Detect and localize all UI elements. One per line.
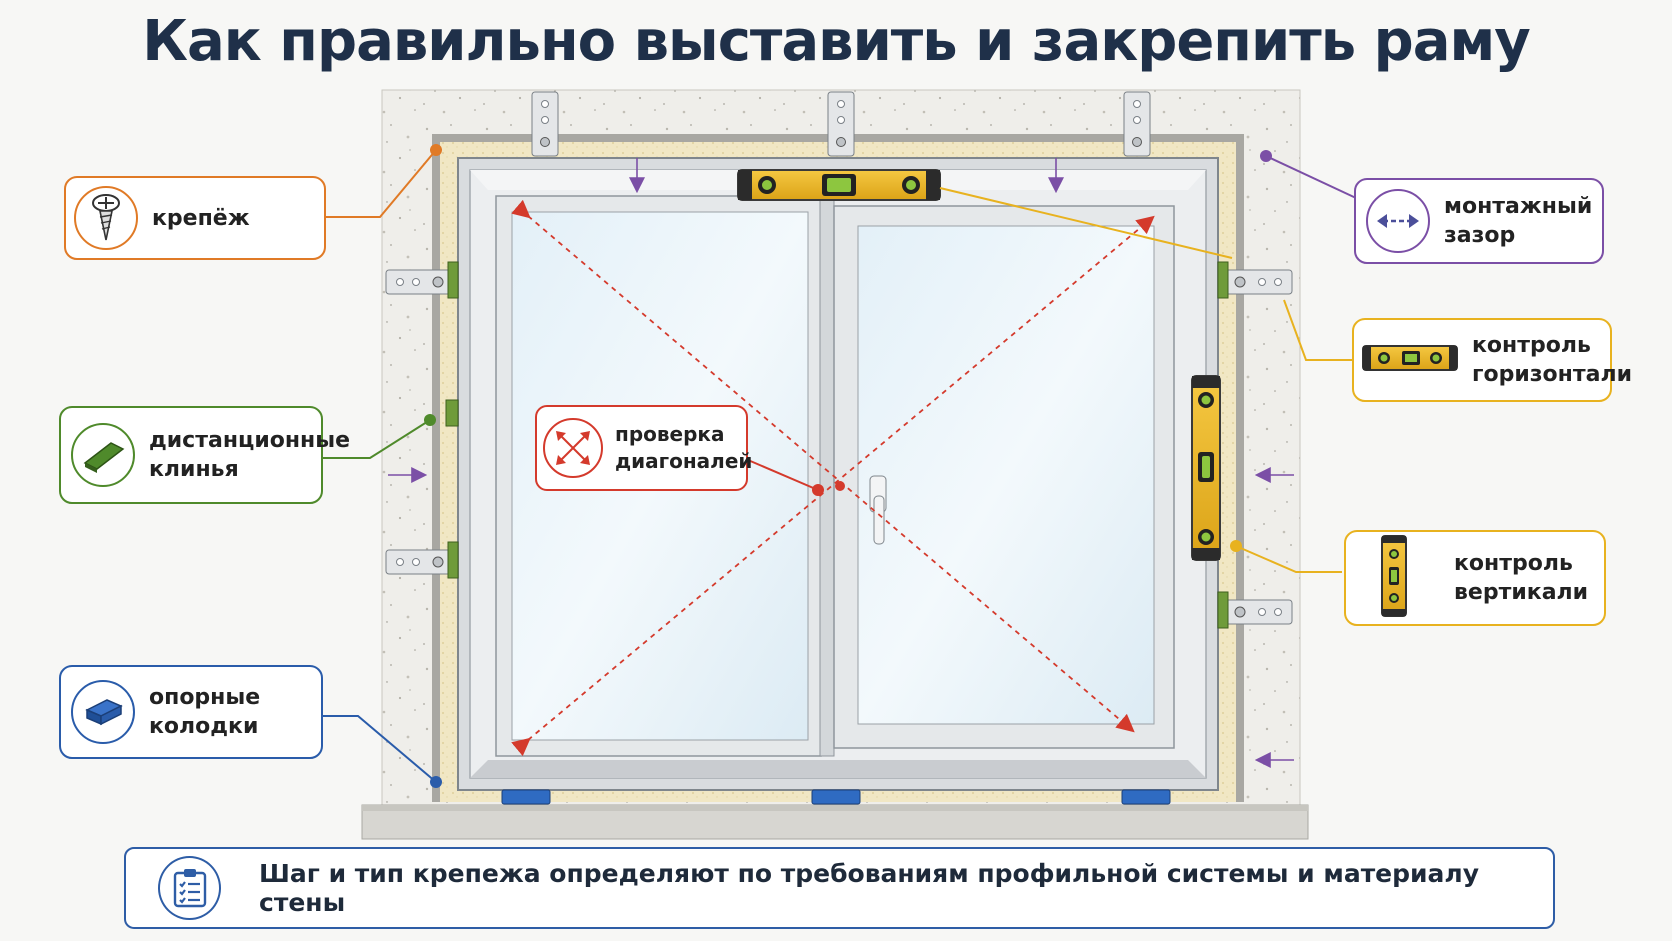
support-block-icon	[71, 680, 135, 744]
callout-wedges-label: дистанционные клинья	[149, 428, 351, 482]
callout-blocks-label: опорные колодки	[149, 685, 261, 739]
horizontal-level	[737, 169, 941, 201]
callout-wedges: дистанционные клинья	[59, 406, 350, 504]
anchor-plate-left-lower	[385, 541, 459, 579]
support-blocks	[501, 789, 1171, 805]
callout-gap: монтажный зазор	[1354, 178, 1604, 264]
vertical-level-icon	[1380, 534, 1408, 622]
gap-arrows	[388, 158, 1294, 768]
footer-text: Шаг и тип крепежа определяют по требован…	[259, 859, 1480, 917]
diagonal-arrows-icon	[543, 418, 603, 478]
anchor-plate-top-center	[827, 91, 855, 157]
anchor-plate-top-left	[531, 91, 559, 157]
vertical-level	[1191, 375, 1221, 561]
diagonal-intersection-dot-2	[835, 481, 845, 491]
diagonal-lines	[511, 199, 1155, 757]
anchor-plate-right-lower	[1217, 591, 1293, 629]
anchor-plate-left-middle	[445, 399, 459, 427]
callout-diagonals: проверка диагоналей	[535, 405, 752, 491]
callout-diagonals-label: проверка диагоналей	[615, 422, 753, 473]
callout-fastener-label: крепёж	[152, 205, 250, 231]
callout-horizontal: контроль горизонтали	[1352, 318, 1632, 402]
anchor-plate-left-upper	[385, 261, 459, 299]
footer-note: Шаг и тип крепежа определяют по требован…	[124, 847, 1555, 929]
callout-blocks: опорные колодки	[59, 665, 323, 759]
wedge-icon	[71, 423, 135, 487]
clipboard-checklist-icon	[158, 856, 222, 920]
anchor-plate-top-right	[1123, 91, 1151, 157]
screw-icon	[74, 186, 138, 250]
callout-gap-label: монтажный зазор	[1444, 194, 1593, 248]
leader-lines	[322, 144, 1357, 788]
callout-fastener: крепёж	[64, 176, 326, 260]
horizontal-level-icon	[1362, 342, 1458, 378]
callout-vertical-label: контроль вертикали	[1454, 551, 1589, 605]
double-arrow-icon	[1366, 189, 1430, 253]
anchor-plate-right-upper	[1217, 261, 1293, 299]
callout-vertical: контроль вертикали	[1344, 530, 1606, 626]
page-title: Как правильно выставить и закрепить раму	[142, 9, 1531, 74]
callout-horizontal-label: контроль горизонтали	[1472, 333, 1632, 387]
